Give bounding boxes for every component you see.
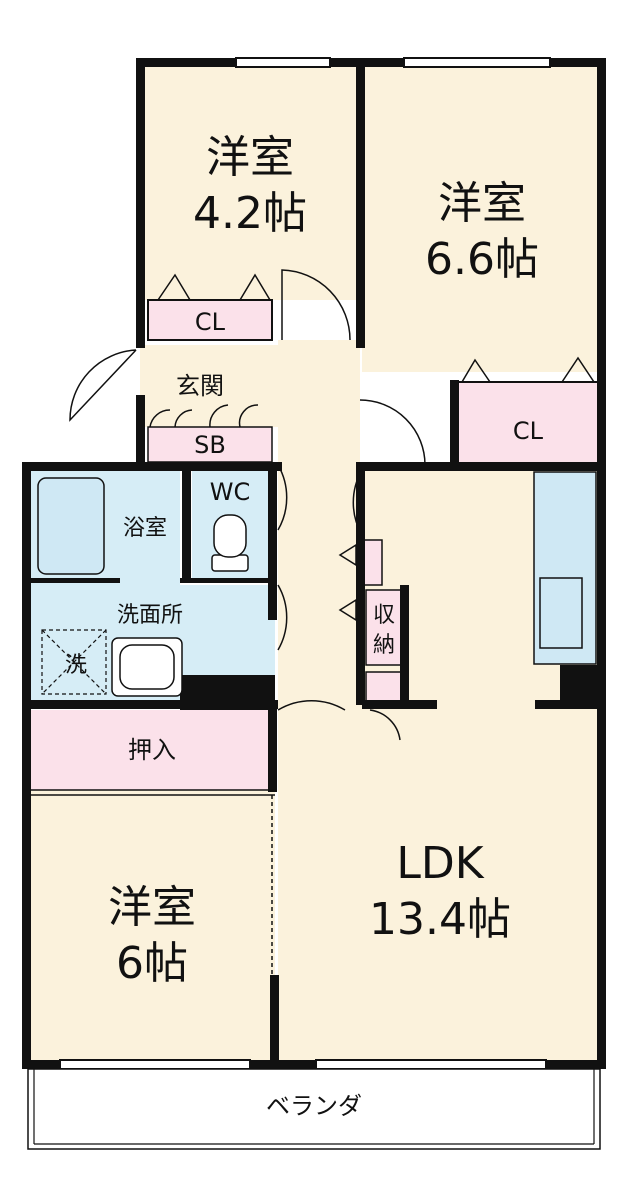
ldk-name: LDK	[396, 838, 484, 889]
bathtub	[37, 477, 105, 575]
washroom-label: 洗面所	[117, 603, 183, 628]
doors	[69, 269, 595, 741]
closet-east-label: CL	[513, 417, 544, 445]
kitchen-counter	[533, 471, 597, 665]
shuno-bottom	[365, 671, 403, 703]
room-name-ne: 洋室	[438, 178, 526, 229]
room-size-ne: 6.6帖	[425, 234, 539, 285]
closet-west	[147, 299, 273, 341]
entrance-floor	[140, 345, 278, 427]
oshiire-label: 押入	[128, 736, 176, 764]
bedroom-sw-floor	[30, 790, 275, 1062]
entrance-label: 玄関	[176, 372, 224, 400]
ldk-size: 13.4帖	[369, 894, 511, 945]
toilet-label: WC	[210, 478, 251, 506]
room-size-nw: 4.2帖	[193, 188, 307, 239]
ldk-floor-lower	[278, 700, 378, 1065]
room-name-sw: 洋室	[108, 882, 196, 933]
room-size-sw: 6帖	[116, 938, 188, 989]
bath-label: 浴室	[123, 516, 167, 541]
closet-west-label: CL	[195, 308, 226, 336]
washbasin	[111, 637, 183, 697]
sliding-partitions	[30, 789, 275, 975]
shuno-label-bottom: 納	[373, 633, 395, 658]
toilet-fixture	[211, 514, 249, 572]
corridor-floor	[278, 340, 360, 710]
shoe-box	[147, 426, 273, 463]
room-name-nw: 洋室	[206, 132, 294, 183]
walls	[22, 58, 606, 1069]
bedroom-ne-floor	[362, 62, 602, 372]
bedroom-nw-floor	[140, 62, 360, 300]
shuno-label-top: 収	[373, 603, 395, 628]
washer-space	[41, 629, 107, 695]
washer-label: 洗	[65, 653, 87, 678]
balcony	[27, 1068, 601, 1150]
oshiire	[30, 710, 275, 790]
shuno	[365, 589, 403, 666]
shoe-box-label: SB	[194, 431, 226, 459]
balcony-label: ベランダ	[266, 1092, 362, 1120]
